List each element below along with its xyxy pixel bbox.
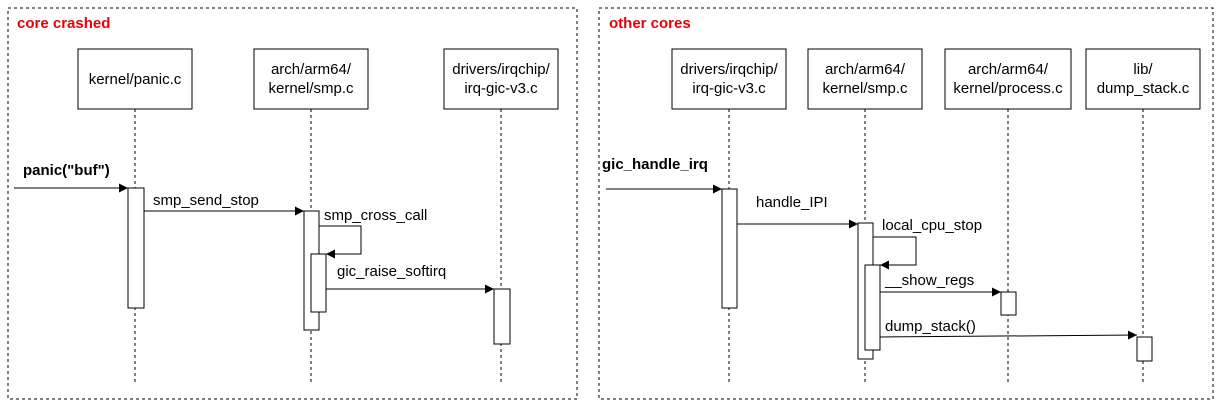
participant-label-line2: kernel/process.c <box>953 80 1063 97</box>
message-label: dump_stack() <box>885 318 976 335</box>
activation-smp-inner <box>864 264 881 351</box>
other-cores-frame: other cores drivers/irqchip/ irq-gic-v3.… <box>598 7 1214 400</box>
participant-label-line1: arch/arm64/ <box>968 61 1049 78</box>
participant-label-line1: arch/arm64/ <box>825 61 906 78</box>
core-crashed-frame: core crashed kernel/panic.c arch/arm64/ … <box>7 7 578 400</box>
frame-title-core-crashed: core crashed <box>17 15 110 32</box>
entry-call-label: panic("buf") <box>23 162 110 179</box>
activation-irq-gic <box>493 288 511 345</box>
participant-label-line1: arch/arm64/ <box>271 61 352 78</box>
message-label: smp_cross_call <box>324 207 427 224</box>
activation-smp-inner <box>310 253 327 313</box>
participant-label-line2: kernel/smp.c <box>822 80 908 97</box>
message-arrow-dump-stack <box>879 330 1138 340</box>
participant-arch-process: arch/arm64/ kernel/process.c <box>944 48 1072 110</box>
message-label: __show_regs <box>884 272 974 289</box>
frame-border-right <box>598 7 1214 400</box>
participant-label-line2: irq-gic-v3.c <box>464 80 538 97</box>
participant-label-line1: lib/ <box>1133 61 1153 78</box>
participant-arch-smp: arch/arm64/ kernel/smp.c <box>807 48 923 110</box>
participant-label-line1: kernel/panic.c <box>89 71 182 88</box>
participant-arch-smp: arch/arm64/ kernel/smp.c <box>253 48 369 110</box>
message-arrow-smp-cross-call <box>319 225 362 259</box>
participant-irq-gic: drivers/irqchip/ irq-gic-v3.c <box>671 48 787 110</box>
message-arrow-local-cpu-stop <box>873 236 917 270</box>
participant-label-line2: irq-gic-v3.c <box>692 80 766 97</box>
message-label: handle_IPI <box>756 194 828 211</box>
activation-irq-gic <box>721 188 738 309</box>
participant-lib-dump-stack: lib/ dump_stack.c <box>1085 48 1201 110</box>
participant-label-line2: kernel/smp.c <box>268 80 354 97</box>
participant-irq-gic: drivers/irqchip/ irq-gic-v3.c <box>443 48 559 110</box>
activation-panic <box>127 187 145 309</box>
activation-process <box>1000 291 1017 316</box>
participant-label-line1: drivers/irqchip/ <box>452 61 550 78</box>
message-label: gic_raise_softirq <box>337 263 446 280</box>
activation-dump-stack <box>1136 336 1153 362</box>
frame-title-other-cores: other cores <box>609 15 691 32</box>
entry-call-label: gic_handle_irq <box>602 156 708 173</box>
message-label: smp_send_stop <box>153 192 259 209</box>
frame-border-left <box>7 7 578 400</box>
message-label: local_cpu_stop <box>882 217 982 234</box>
participant-label-line2: dump_stack.c <box>1097 80 1190 97</box>
participant-label-line1: drivers/irqchip/ <box>680 61 778 78</box>
participant-kernel-panic: kernel/panic.c <box>77 48 193 110</box>
